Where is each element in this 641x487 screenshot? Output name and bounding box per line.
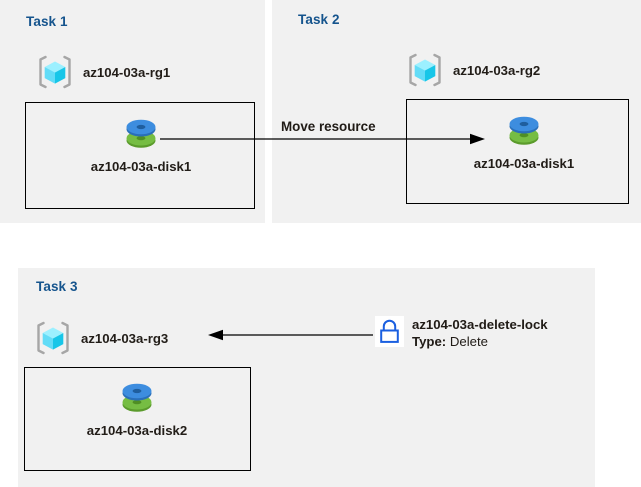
delete-lock-type-key: Type: [412, 333, 447, 349]
azure-resource-group-icon [36, 54, 74, 90]
connector-label-move-resource: Move resource [281, 119, 376, 134]
panel-title-task-2: Task 2 [298, 12, 340, 27]
resource-group-task-1: az104-03a-rg1 [36, 54, 170, 90]
resource-box-task-2 [406, 99, 629, 204]
delete-lock-name: az104-03a-delete-lock [412, 317, 548, 332]
resource-group-label-task-1: az104-03a-rg1 [83, 64, 171, 80]
delete-lock-type-line: Type: Delete [412, 334, 548, 351]
disk-resource-task-2: az104-03a-disk1 [461, 110, 587, 171]
resource-group-label-task-2: az104-03a-rg2 [453, 62, 541, 78]
disk-label-task-1: az104-03a-disk1 [90, 159, 192, 174]
disk-label-task-2: az104-03a-disk1 [473, 156, 575, 171]
azure-disk-icon [115, 377, 159, 419]
disk-label-task-3: az104-03a-disk2 [86, 423, 188, 438]
disk-resource-task-3: az104-03a-disk2 [74, 377, 200, 438]
delete-lock-type-value: Delete [446, 333, 488, 349]
lock-icon [375, 316, 404, 347]
resource-group-task-3: az104-03a-rg3 [34, 320, 168, 356]
panel-title-task-1: Task 1 [26, 14, 68, 29]
azure-resource-group-icon [406, 52, 444, 88]
azure-disk-icon [502, 110, 546, 152]
delete-lock-text: az104-03a-delete-lock Type: Delete [412, 316, 548, 351]
panel-title-task-3: Task 3 [36, 279, 78, 294]
resource-group-task-2: az104-03a-rg2 [406, 52, 540, 88]
connector-delete-lock-arrow [208, 329, 373, 341]
resource-group-label-task-3: az104-03a-rg3 [81, 330, 169, 346]
azure-resource-group-icon [34, 320, 72, 356]
azure-disk-icon [119, 113, 163, 155]
disk-resource-task-1: az104-03a-disk1 [78, 113, 204, 174]
connector-move-resource-arrow [160, 133, 485, 145]
delete-lock-annotation: az104-03a-delete-lock Type: Delete [375, 316, 548, 351]
